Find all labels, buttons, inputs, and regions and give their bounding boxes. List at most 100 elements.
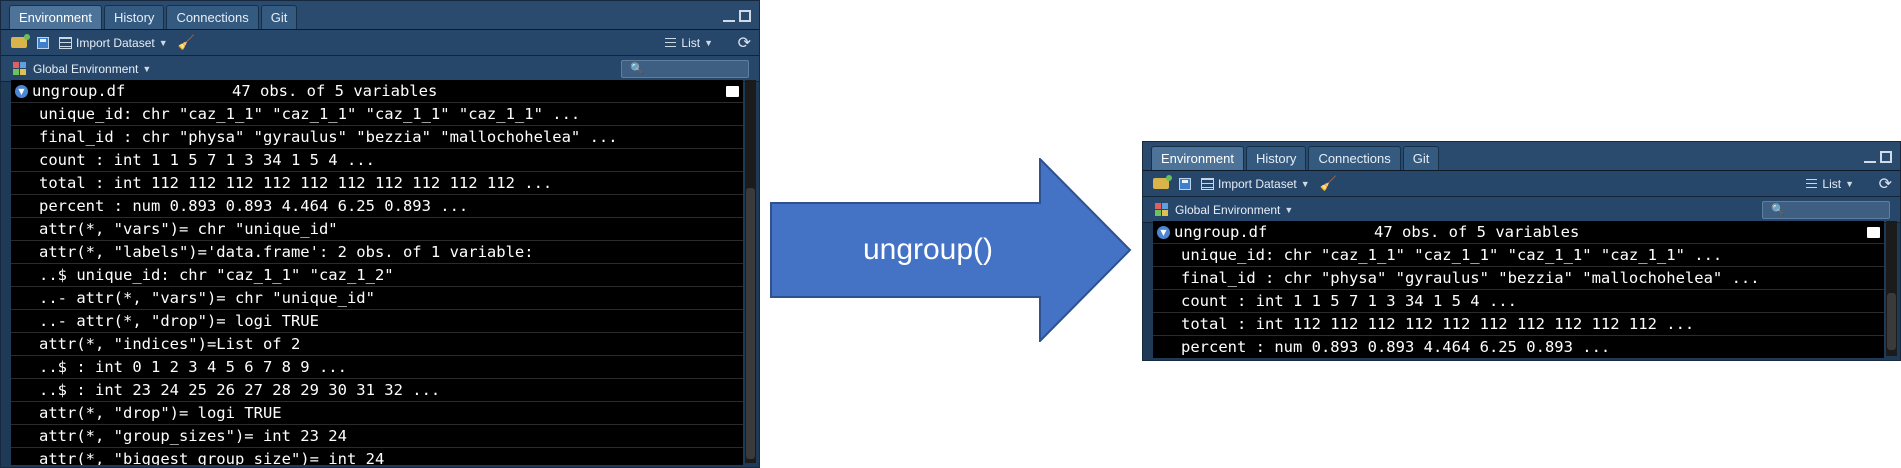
collapse-icon[interactable]: ▼ — [15, 85, 28, 98]
import-dataset-label: Import Dataset — [76, 35, 155, 50]
grid-view-icon[interactable] — [726, 86, 739, 97]
environment-label: Global Environment — [33, 61, 139, 76]
chevron-down-icon: ▼ — [1845, 178, 1854, 189]
structure-row: count : int 1 1 5 7 1 3 34 1 5 4 ... — [11, 149, 743, 172]
structure-row: unique_id: chr "caz_1_1" "caz_1_1" "caz_… — [1153, 244, 1884, 267]
maximize-icon[interactable] — [739, 10, 751, 22]
save-icon — [1179, 177, 1191, 190]
environment-dropdown[interactable]: Global Environment ▼ — [13, 62, 151, 76]
transform-arrow: ungroup() — [770, 158, 1132, 342]
tab-git[interactable]: Git — [1402, 146, 1440, 170]
scrollbar-thumb[interactable] — [1887, 293, 1896, 350]
search-input[interactable]: 🔍 — [1762, 201, 1890, 219]
minimize-icon[interactable] — [1864, 155, 1876, 163]
structure-row: unique_id: chr "caz_1_1" "caz_1_1" "caz_… — [11, 103, 743, 126]
maximize-icon[interactable] — [1880, 151, 1892, 163]
toolbar: Import Dataset ▼ 🧹 List ▼ ⟳ — [1, 30, 759, 56]
environment-dropdown[interactable]: Global Environment ▼ — [1155, 203, 1293, 217]
environment-icon — [13, 62, 27, 75]
broom-icon: 🧹 — [177, 34, 196, 50]
structure-row: attr(*, "labels")='data.frame': 2 obs. o… — [11, 241, 743, 264]
save-workspace-button[interactable] — [1179, 177, 1191, 190]
environment-content: ▼ ungroup.df 47 obs. of 5 variables uniq… — [11, 80, 743, 465]
view-mode-dropdown[interactable]: List ▼ — [665, 36, 713, 50]
scrollbar[interactable] — [745, 80, 756, 463]
structure-row: ..$ : int 0 1 2 3 4 5 6 7 8 9 ... — [11, 356, 743, 379]
structure-row: percent : num 0.893 0.893 4.464 6.25 0.8… — [11, 195, 743, 218]
chevron-down-icon: ▼ — [142, 63, 152, 74]
import-dataset-label: Import Dataset — [1218, 176, 1297, 191]
tab-git[interactable]: Git — [260, 5, 298, 29]
structure-row: ..$ : int 23 24 25 26 27 28 29 30 31 32 … — [11, 379, 743, 402]
table-icon — [1201, 177, 1214, 190]
environment-icon — [1155, 203, 1169, 216]
structure-row: final_id : chr "physa" "gyraulus" "bezzi… — [11, 126, 743, 149]
environment-pane-before: Environment History Connections Git Impo… — [0, 0, 760, 468]
search-input[interactable]: 🔍 — [621, 60, 749, 78]
view-mode-dropdown[interactable]: List ▼ — [1806, 177, 1854, 191]
chevron-down-icon: ▼ — [158, 37, 168, 48]
grid-view-icon[interactable] — [1867, 227, 1880, 238]
refresh-icon[interactable]: ⟳ — [737, 34, 751, 52]
structure-row: attr(*, "indices")=List of 2 — [11, 333, 743, 356]
tab-bar: Environment History Connections Git — [1, 1, 759, 30]
tab-connections[interactable]: Connections — [166, 5, 259, 29]
open-folder-icon — [1153, 175, 1172, 189]
save-icon — [37, 36, 49, 49]
chevron-down-icon: ▼ — [1284, 204, 1294, 215]
environment-bar: Global Environment ▼ 🔍 — [1143, 197, 1900, 223]
tab-history[interactable]: History — [103, 5, 165, 29]
tab-history[interactable]: History — [1245, 146, 1307, 170]
toolbar: Import Dataset ▼ 🧹 List ▼ ⟳ — [1143, 171, 1900, 197]
broom-icon: 🧹 — [1319, 175, 1338, 191]
object-name: ungroup.df — [32, 82, 126, 100]
structure-row: ..- attr(*, "vars")= chr "unique_id" — [11, 287, 743, 310]
environment-bar: Global Environment ▼ 🔍 — [1, 56, 759, 82]
object-summary: 47 obs. of 5 variables — [232, 82, 438, 100]
tab-connections[interactable]: Connections — [1308, 146, 1401, 170]
table-icon — [59, 36, 72, 49]
collapse-icon[interactable]: ▼ — [1157, 226, 1170, 239]
environment-content: ▼ ungroup.df 47 obs. of 5 variables uniq… — [1153, 221, 1884, 358]
refresh-icon[interactable]: ⟳ — [1878, 175, 1892, 193]
tab-environment[interactable]: Environment — [1151, 146, 1244, 170]
search-icon: 🔍 — [1771, 204, 1785, 216]
structure-row: attr(*, "biggest_group_size")= int 24 — [11, 448, 743, 465]
scrollbar-thumb[interactable] — [746, 188, 755, 459]
save-workspace-button[interactable] — [37, 36, 49, 49]
load-workspace-button[interactable] — [1153, 175, 1172, 189]
tab-bar: Environment History Connections Git — [1143, 142, 1900, 171]
structure-row: ..$ unique_id: chr "caz_1_1" "caz_1_2" — [11, 264, 743, 287]
structure-row: attr(*, "drop")= logi TRUE — [11, 402, 743, 425]
open-folder-icon — [11, 34, 30, 48]
structure-row: count : int 1 1 5 7 1 3 34 1 5 4 ... — [1153, 290, 1884, 313]
scrollbar[interactable] — [1886, 221, 1897, 356]
list-icon — [665, 38, 677, 47]
chevron-down-icon: ▼ — [704, 37, 713, 48]
search-icon: 🔍 — [630, 63, 644, 75]
structure-row: total : int 112 112 112 112 112 112 112 … — [11, 172, 743, 195]
view-mode-label: List — [1822, 176, 1842, 191]
list-icon — [1806, 179, 1818, 188]
structure-row: ..- attr(*, "drop")= logi TRUE — [11, 310, 743, 333]
arrow-label: ungroup() — [863, 233, 993, 266]
load-workspace-button[interactable] — [11, 34, 30, 48]
tab-environment[interactable]: Environment — [9, 5, 102, 29]
import-dataset-button[interactable]: Import Dataset ▼ — [1201, 177, 1310, 191]
clear-workspace-button[interactable]: 🧹 — [1320, 175, 1337, 192]
import-dataset-button[interactable]: Import Dataset ▼ — [59, 36, 168, 50]
structure-row: attr(*, "vars")= chr "unique_id" — [11, 218, 743, 241]
clear-workspace-button[interactable]: 🧹 — [178, 34, 195, 51]
environment-pane-after: Environment History Connections Git Impo… — [1142, 141, 1901, 361]
object-row[interactable]: ▼ ungroup.df 47 obs. of 5 variables — [11, 80, 743, 103]
structure-row: percent : num 0.893 0.893 4.464 6.25 0.8… — [1153, 336, 1884, 358]
minimize-icon[interactable] — [723, 14, 735, 22]
object-summary: 47 obs. of 5 variables — [1374, 223, 1580, 241]
chevron-down-icon: ▼ — [1300, 178, 1310, 189]
object-row[interactable]: ▼ ungroup.df 47 obs. of 5 variables — [1153, 221, 1884, 244]
object-name: ungroup.df — [1174, 223, 1268, 241]
structure-row: final_id : chr "physa" "gyraulus" "bezzi… — [1153, 267, 1884, 290]
view-mode-label: List — [681, 35, 701, 50]
environment-label: Global Environment — [1175, 202, 1281, 217]
structure-row: total : int 112 112 112 112 112 112 112 … — [1153, 313, 1884, 336]
